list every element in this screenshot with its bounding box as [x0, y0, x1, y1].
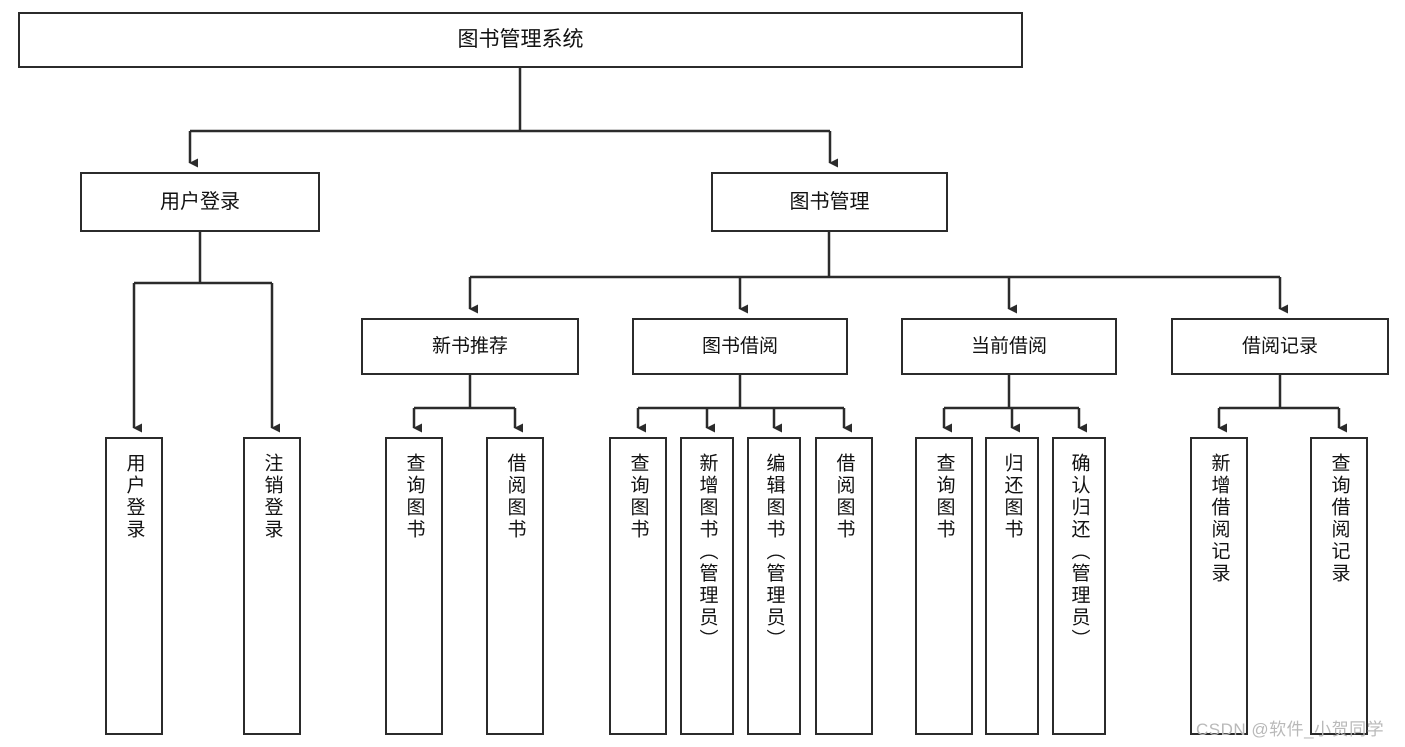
node-book-manage[interactable]: 图书管理 [711, 172, 948, 232]
node-book-borrow[interactable]: 图书借阅 [632, 318, 848, 375]
node-leaf-query-book-3[interactable]: 查询图书 [915, 437, 973, 735]
csdn-watermark: CSDN @软件_小贺同学 [1196, 720, 1385, 739]
node-root[interactable]: 图书管理系统 [18, 12, 1023, 68]
node-root-label: 图书管理系统 [457, 27, 584, 51]
node-leaf-edit-book[interactable]: 编辑图书（管理员） [747, 437, 801, 735]
node-leaf-query-book-1-label: 查询图书 [403, 453, 425, 541]
node-leaf-query-book-2[interactable]: 查询图书 [609, 437, 667, 735]
node-user-login-label: 用户登录 [160, 190, 240, 213]
node-current-borrow[interactable]: 当前借阅 [901, 318, 1117, 375]
node-leaf-confirm-return[interactable]: 确认归还（管理员） [1052, 437, 1106, 735]
node-new-book-recommend[interactable]: 新书推荐 [361, 318, 579, 375]
node-leaf-return-book[interactable]: 归还图书 [985, 437, 1039, 735]
node-user-login[interactable]: 用户登录 [80, 172, 320, 232]
node-leaf-add-record[interactable]: 新增借阅记录 [1190, 437, 1248, 735]
node-leaf-borrow-book-2[interactable]: 借阅图书 [815, 437, 873, 735]
node-leaf-borrow-book-1-label: 借阅图书 [504, 453, 526, 541]
node-leaf-borrow-book-2-label: 借阅图书 [833, 453, 855, 541]
node-leaf-edit-book-label: 编辑图书（管理员） [763, 453, 785, 651]
node-leaf-logout-label: 注销登录 [261, 453, 283, 541]
node-new-book-recommend-label: 新书推荐 [431, 335, 508, 357]
node-leaf-query-book-3-label: 查询图书 [933, 453, 955, 541]
node-leaf-query-record[interactable]: 查询借阅记录 [1310, 437, 1368, 735]
node-borrow-record[interactable]: 借阅记录 [1171, 318, 1389, 375]
node-leaf-query-book-1[interactable]: 查询图书 [385, 437, 443, 735]
node-current-borrow-label: 当前借阅 [970, 335, 1047, 357]
node-leaf-return-book-label: 归还图书 [1001, 453, 1023, 541]
node-book-borrow-label: 图书借阅 [701, 335, 778, 357]
node-leaf-add-book[interactable]: 新增图书（管理员） [680, 437, 734, 735]
node-leaf-borrow-book-1[interactable]: 借阅图书 [486, 437, 544, 735]
node-leaf-confirm-return-label: 确认归还（管理员） [1068, 453, 1090, 651]
node-leaf-add-record-label: 新增借阅记录 [1208, 453, 1230, 585]
node-book-manage-label: 图书管理 [789, 190, 870, 213]
node-leaf-user-login[interactable]: 用户登录 [105, 437, 163, 735]
node-leaf-query-record-label: 查询借阅记录 [1328, 453, 1350, 585]
node-leaf-user-login-label: 用户登录 [123, 453, 145, 541]
node-leaf-add-book-label: 新增图书（管理员） [696, 453, 718, 651]
node-borrow-record-label: 借阅记录 [1241, 335, 1318, 357]
node-leaf-logout[interactable]: 注销登录 [243, 437, 301, 735]
node-leaf-query-book-2-label: 查询图书 [627, 453, 649, 541]
